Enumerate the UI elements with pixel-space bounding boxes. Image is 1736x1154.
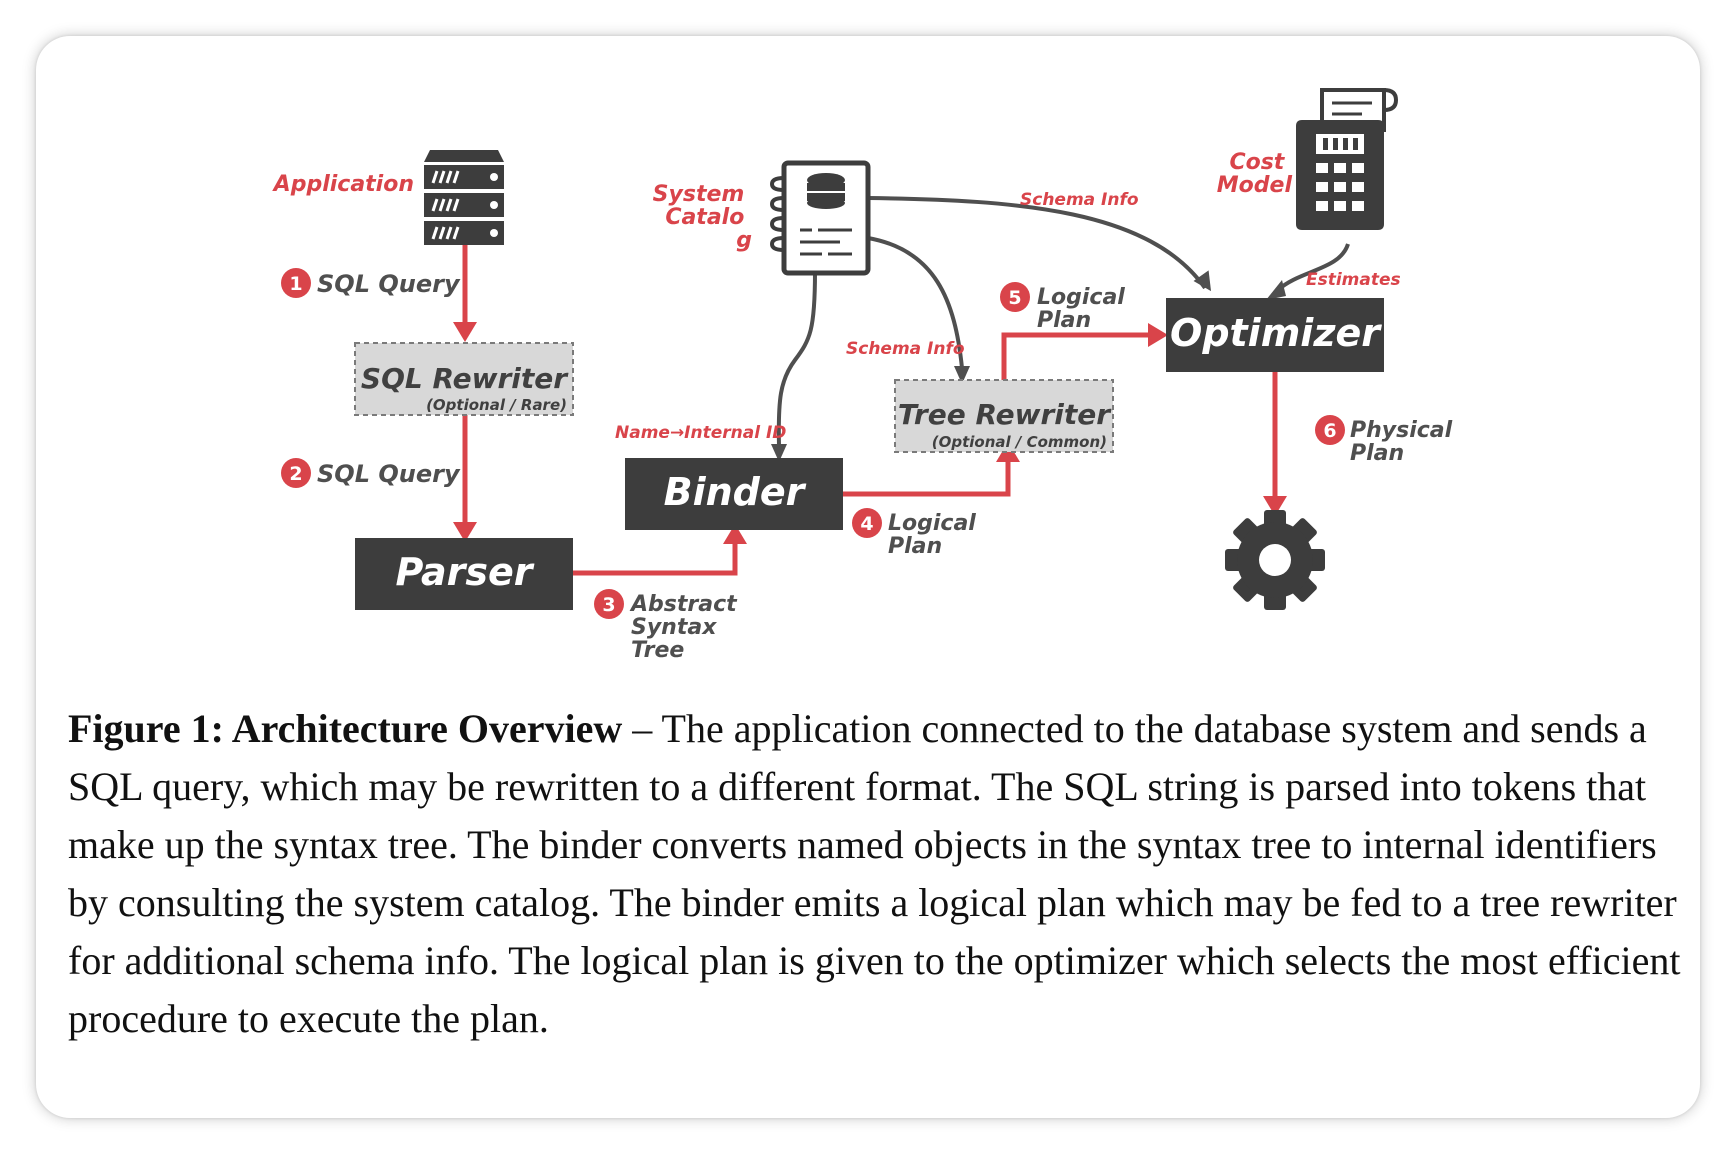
optimizer-box: Optimizer [1166, 298, 1384, 372]
tree-rewriter-subtitle: (Optional / Common) [932, 433, 1107, 451]
step-4: 4 Logical Plan [852, 508, 984, 559]
svg-text:1: 1 [289, 273, 302, 295]
catalog-notebook-icon [769, 160, 871, 276]
info-arrows [776, 196, 1350, 447]
arrow-costmodel-to-optimizer [1276, 243, 1350, 292]
step-2: 2 SQL Query [281, 458, 461, 488]
calculator-icon [1296, 88, 1399, 230]
schema-info-top-label: Schema Info [1020, 190, 1139, 210]
caption-text: – The application connected to the datab… [68, 706, 1681, 1041]
svg-text:Physical Plan: Physical Plan [1350, 418, 1460, 466]
svg-text:3: 3 [602, 594, 615, 616]
estimates-label: Estimates [1306, 270, 1401, 290]
architecture-diagram: Application System Catalo g [272, 88, 1460, 663]
svg-text:Abstract Syntax Tr: Abstract Syntax Tree [629, 592, 744, 663]
arrow-catalog-to-optimizer [867, 196, 1207, 290]
arrow-treerewriter-to-optimizer [1001, 332, 1150, 380]
svg-text:6: 6 [1323, 420, 1336, 442]
sql-rewriter-title: SQL Rewriter [361, 362, 569, 395]
server-icon [424, 150, 504, 245]
gear-icon [1225, 510, 1325, 610]
info-arrowheads [771, 270, 1286, 462]
caption-title: Figure 1: Architecture Overview [68, 706, 623, 751]
svg-text:Logical Plan: Logical Plan [1037, 285, 1133, 333]
cost-model-label: Cost Model [1217, 150, 1293, 198]
application-label: Application [272, 172, 414, 197]
arrow-catalog-to-treerewriter [867, 236, 964, 369]
system-catalog-label: System Catalo g [653, 182, 752, 253]
name-internal-id-label: Name→Internal ID [615, 423, 786, 443]
flow-arrows [462, 244, 1278, 576]
parser-box: Parser [355, 538, 573, 610]
parser-label: Parser [396, 550, 535, 594]
svg-text:5: 5 [1008, 287, 1021, 309]
arrow-parser-to-binder [572, 542, 738, 576]
step-6: 6 Physical Plan [1315, 415, 1460, 466]
svg-text:4: 4 [860, 513, 873, 535]
optimizer-label: Optimizer [1170, 311, 1382, 355]
flow-arrowheads [453, 322, 1287, 544]
arrow-catalog-to-binder [776, 271, 817, 447]
figure-caption: Figure 1: Architecture Overview – The ap… [68, 700, 1688, 1048]
binder-label: Binder [664, 470, 807, 514]
sql-rewriter-box: SQL Rewriter (Optional / Rare) [354, 342, 574, 416]
schema-info-left-label: Schema Info [846, 339, 965, 359]
svg-text:SQL Query: SQL Query [317, 270, 461, 298]
step-1: 1 SQL Query [281, 268, 461, 298]
svg-text:SQL Query: SQL Query [317, 460, 461, 488]
binder-box: Binder [625, 458, 843, 530]
svg-text:2: 2 [289, 463, 302, 485]
step-5: 5 Logical Plan [1000, 282, 1133, 333]
tree-rewriter-title: Tree Rewriter [898, 398, 1112, 431]
tree-rewriter-box: Tree Rewriter (Optional / Common) [894, 379, 1114, 453]
step-3: 3 Abstract Syntax Tree [594, 589, 744, 663]
sql-rewriter-subtitle: (Optional / Rare) [426, 396, 567, 414]
svg-text:Logical Plan: Logical Plan [888, 511, 984, 559]
arrow-binder-to-treerewriter [843, 460, 1011, 497]
